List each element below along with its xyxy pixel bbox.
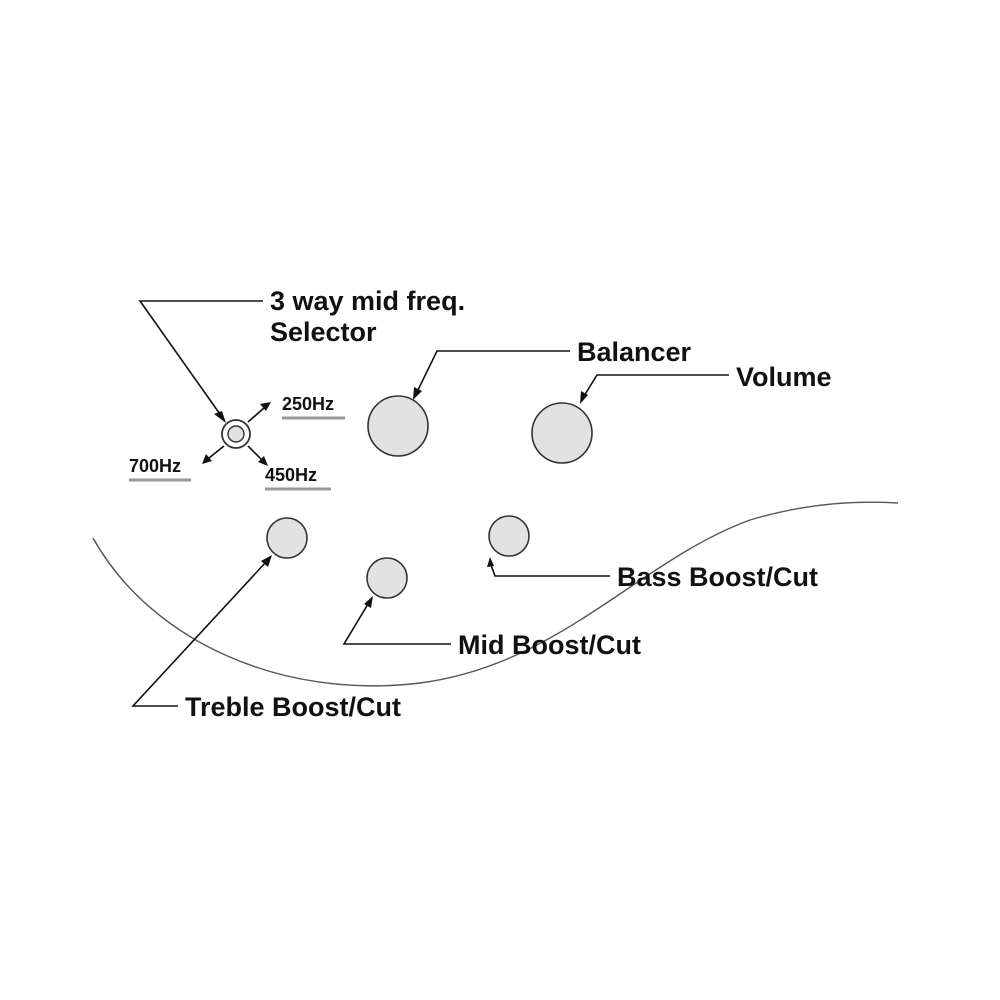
mid-freq-selector-switch[interactable] — [221, 419, 251, 449]
balancer-leader-line — [416, 350, 570, 393]
volume-label: Volume — [736, 362, 832, 392]
bass-leader-arrowhead — [487, 557, 494, 567]
treble-label: Treble Boost/Cut — [185, 692, 401, 722]
bass-label: Bass Boost/Cut — [617, 562, 818, 592]
treble-leader-arrowhead — [261, 555, 272, 567]
body-outline-curve — [92, 501, 899, 687]
freq-250hz-label: 250Hz — [282, 394, 334, 414]
arrowhead-250hz — [260, 402, 271, 411]
mid-knob[interactable] — [366, 557, 408, 599]
balancer-label: Balancer — [577, 337, 692, 367]
balancer-leader-arrowhead — [413, 387, 422, 400]
arrowhead-700hz — [202, 454, 212, 464]
balancer-knob[interactable] — [367, 395, 429, 457]
mid-leader-arrowhead — [364, 596, 373, 608]
mid-label: Mid Boost/Cut — [458, 630, 641, 660]
arrow-450hz — [247, 445, 262, 460]
arrowhead-450hz — [258, 456, 268, 466]
bass-knob[interactable] — [488, 515, 530, 557]
volume-leader-line — [583, 374, 729, 397]
arrow-250hz — [247, 407, 265, 423]
treble-leader-line — [131, 561, 267, 707]
volume-knob[interactable] — [531, 402, 593, 464]
freq-700hz-label: 700Hz — [129, 456, 181, 476]
mid-leader-line — [342, 603, 451, 645]
volume-leader-arrowhead — [580, 391, 588, 404]
arrow-700hz — [208, 445, 225, 459]
selector-label-line1: 3 way mid freq. — [270, 286, 465, 316]
bass-leader-line — [490, 564, 610, 577]
selector-leader-line — [138, 300, 263, 418]
freq-450hz-label: 450Hz — [265, 465, 317, 485]
selector-leader-arrowhead — [214, 411, 226, 423]
selector-label-line2: Selector — [270, 317, 377, 347]
treble-knob[interactable] — [266, 517, 308, 559]
